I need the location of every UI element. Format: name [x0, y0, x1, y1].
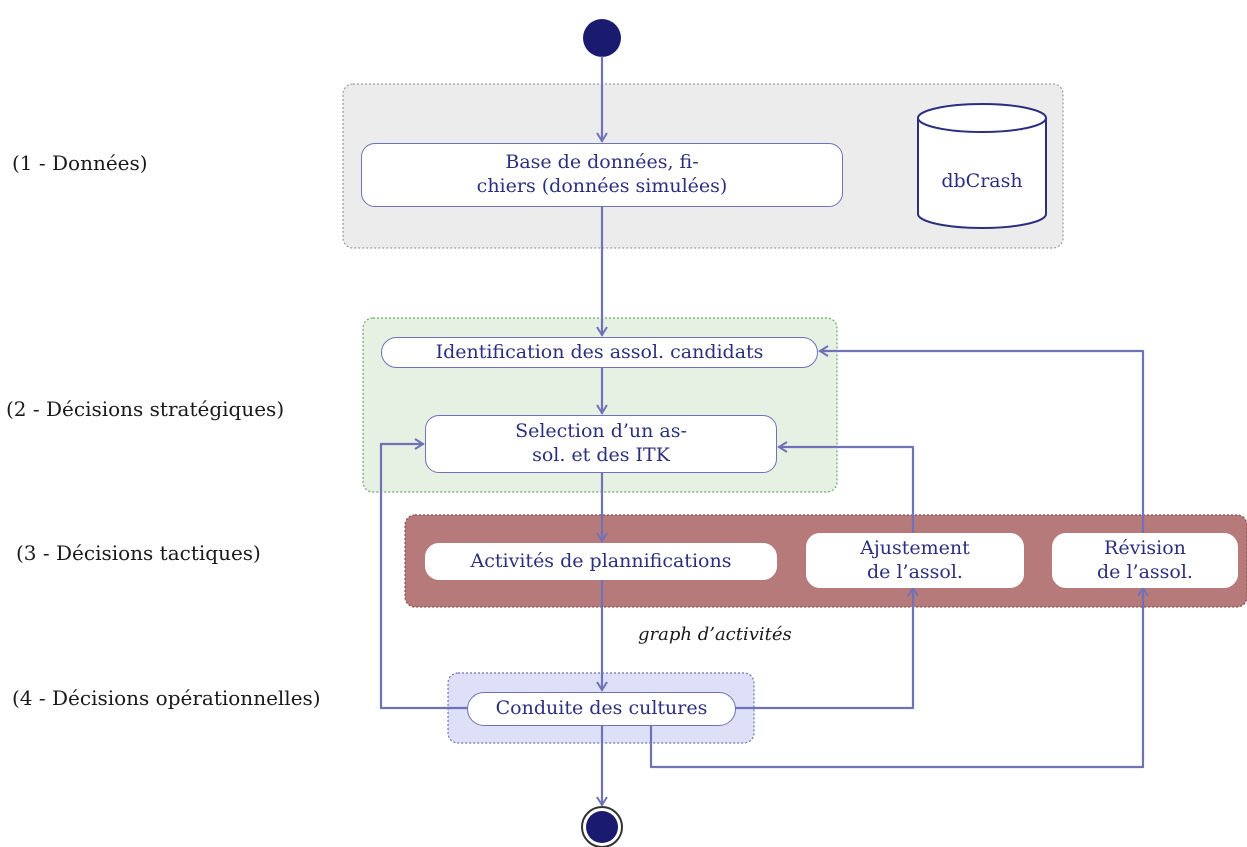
ajustement-line1: Ajustement: [860, 536, 970, 559]
level-label-strategiques: (2 - Décisions stratégiques): [6, 397, 285, 421]
base-donnees-box: Base de données, fi- chiers (données sim…: [361, 143, 843, 207]
loop-arrow-ajustement-selection: [777, 441, 915, 535]
conduite-box: Conduite des cultures: [467, 692, 736, 726]
loop-arrow-conduite-revision: [649, 586, 1149, 769]
revision-line1: Révision: [1104, 536, 1186, 559]
base-donnees-line2: chiers (données simulées): [476, 175, 728, 197]
plannification-box: Activités de plannifications: [425, 543, 777, 580]
conduite-label: Conduite des cultures: [495, 697, 708, 720]
selection-line1: Selection d’un as-: [515, 420, 687, 443]
database-label: dbCrash: [941, 170, 1023, 192]
graph-caption: graph d’activités: [638, 624, 792, 645]
loop-arrow-conduite-ajustement: [734, 586, 919, 710]
selection-line2: sol. et des ITK: [532, 444, 670, 466]
identification-label: Identification des assol. candidats: [435, 340, 764, 363]
revision-line2: de l’assol.: [1097, 560, 1193, 583]
loop-arrow-conduite-selection: [379, 438, 469, 710]
ajustement-box: Ajustement de l’assol.: [806, 533, 1024, 588]
level-label-tactiques: (3 - Décisions tactiques): [16, 541, 261, 565]
selection-box: Selection d’un as- sol. et des ITK: [425, 415, 777, 473]
level-label-donnees: (1 - Données): [12, 151, 148, 175]
level-label-operationnelles: (4 - Décisions opérationnelles): [12, 686, 321, 710]
end-node: [581, 806, 623, 847]
revision-box: Révision de l’assol.: [1052, 533, 1238, 588]
loop-arrow-revision-identification: [818, 345, 1145, 535]
plannification-label: Activités de plannifications: [470, 549, 732, 572]
base-donnees-line1: Base de données, fi-: [505, 151, 699, 174]
ajustement-line2: de l’assol.: [867, 560, 963, 583]
database-cylinder: [917, 103, 1047, 229]
identification-box: Identification des assol. candidats: [381, 337, 818, 368]
start-node: [583, 19, 621, 57]
